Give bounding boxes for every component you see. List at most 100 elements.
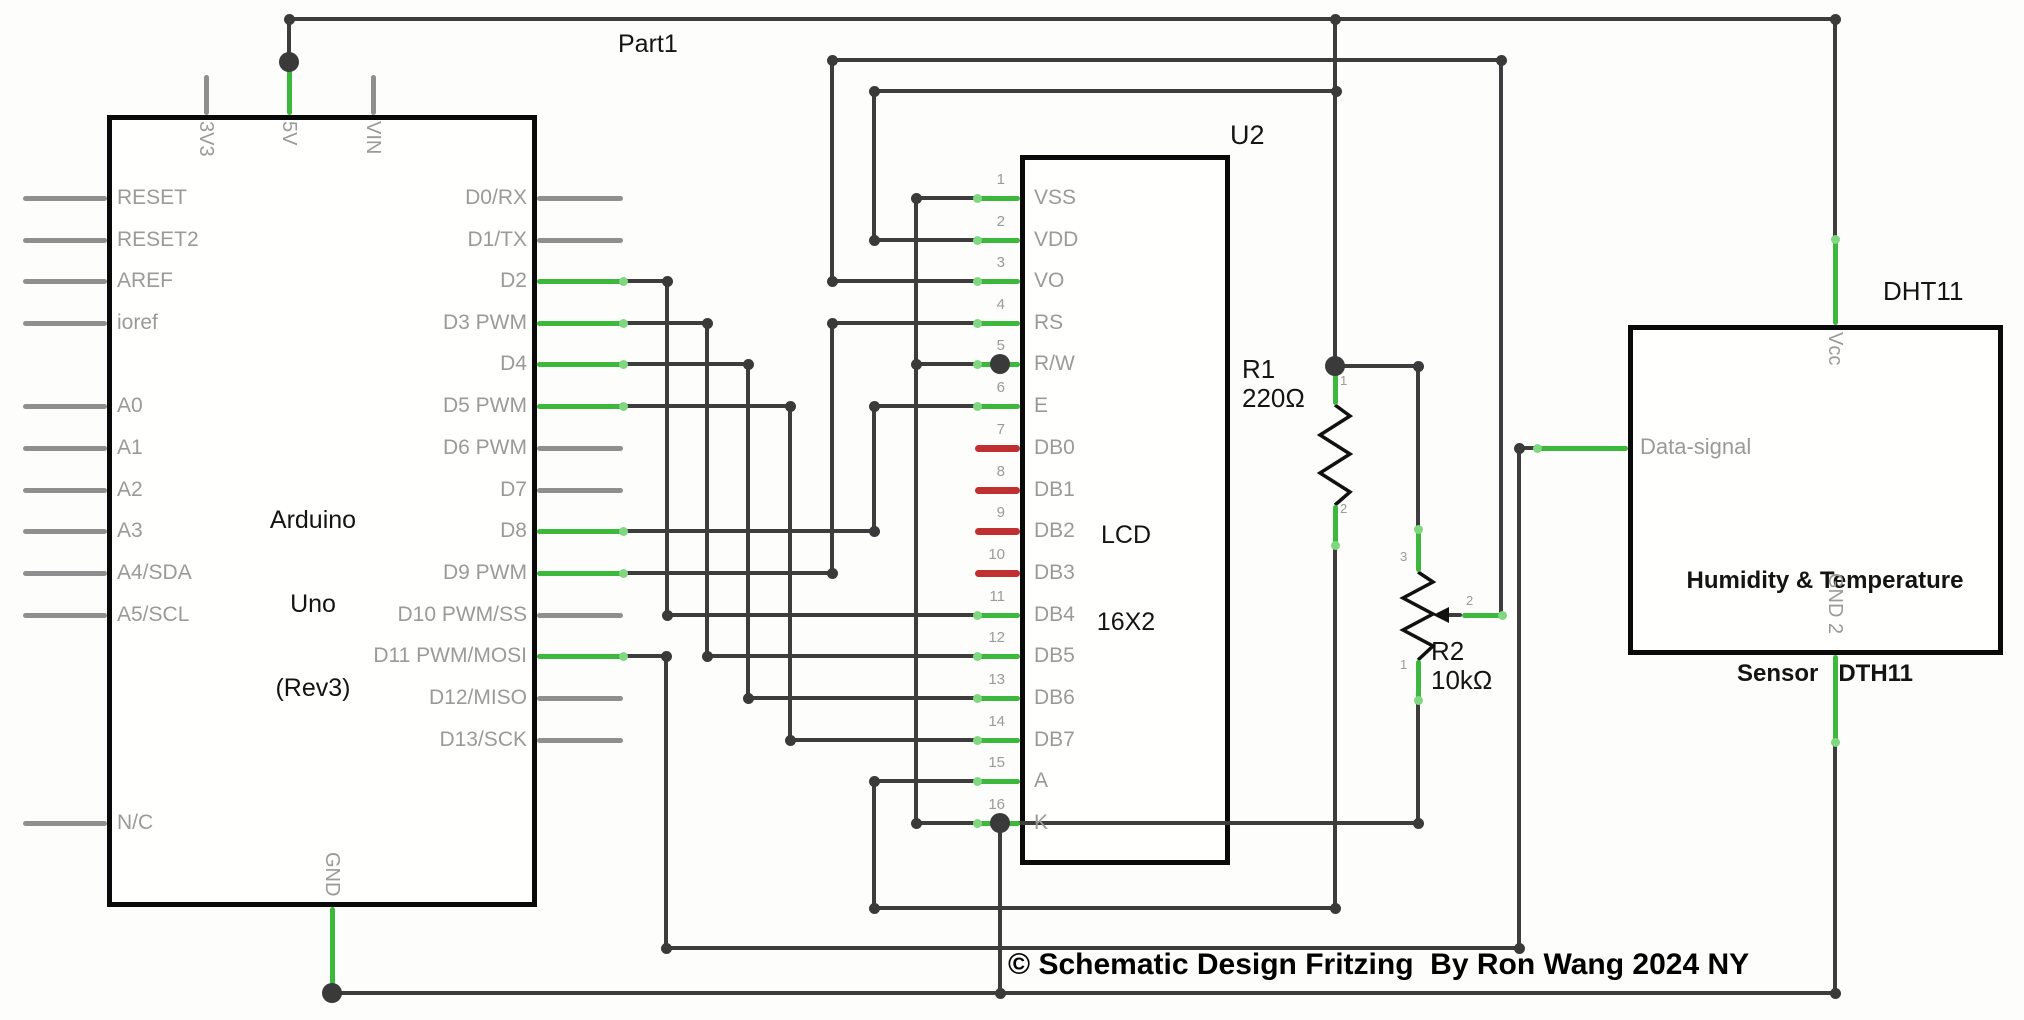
wire-segment[interactable] (1832, 239, 1838, 325)
wire-segment[interactable] (667, 613, 977, 617)
wire-segment[interactable] (23, 237, 107, 243)
wire-segment[interactable] (666, 946, 1519, 950)
wire-segment[interactable] (329, 907, 335, 993)
wire-segment[interactable] (1833, 742, 1837, 993)
wire-segment[interactable] (1537, 445, 1628, 451)
wire-segment[interactable] (537, 403, 623, 409)
wire-segment[interactable] (1833, 19, 1837, 239)
wire-segment[interactable] (664, 656, 668, 948)
wire-segment[interactable] (746, 364, 750, 698)
wire-segment[interactable] (23, 278, 107, 284)
wire-segment[interactable] (1416, 700, 1420, 823)
wire-segment[interactable] (916, 362, 977, 366)
wire-segment[interactable] (977, 403, 1020, 409)
wire-segment[interactable] (23, 570, 107, 576)
wire-segment[interactable] (1333, 545, 1337, 908)
wire-segment[interactable] (1415, 660, 1421, 700)
wire-segment[interactable] (203, 75, 209, 115)
r1-resistor-icon[interactable] (1316, 403, 1354, 507)
wire-segment[interactable] (23, 487, 107, 493)
wire-segment[interactable] (23, 820, 107, 826)
wire-segment[interactable] (370, 75, 376, 115)
wire-segment[interactable] (790, 738, 977, 742)
wire-segment[interactable] (977, 778, 1020, 784)
wire-segment[interactable] (872, 781, 876, 908)
wire-segment[interactable] (1333, 19, 1337, 366)
wire-segment[interactable] (1499, 60, 1503, 615)
wire-segment[interactable] (537, 361, 623, 367)
wire-segment[interactable] (623, 571, 832, 575)
lcd-16x2-box[interactable] (1020, 155, 1230, 865)
wire-segment[interactable] (623, 654, 666, 658)
wire-segment[interactable] (332, 991, 1835, 995)
wire-segment[interactable] (975, 527, 1020, 535)
wire-segment[interactable] (287, 19, 291, 62)
wire-segment[interactable] (23, 403, 107, 409)
wire-segment[interactable] (23, 320, 107, 326)
wire-segment[interactable] (537, 695, 623, 701)
wire-segment[interactable] (874, 906, 1335, 910)
wire-segment[interactable] (665, 281, 669, 615)
wire-segment[interactable] (1335, 364, 1418, 368)
wire-segment[interactable] (537, 320, 623, 326)
wire-segment[interactable] (537, 528, 623, 534)
wire-segment[interactable] (832, 58, 1501, 62)
wire-segment[interactable] (289, 17, 1835, 21)
wire-segment[interactable] (788, 406, 792, 740)
wire-segment[interactable] (832, 279, 977, 283)
wire-segment[interactable] (1517, 448, 1521, 948)
arduino-uno-box[interactable] (107, 115, 537, 907)
wire-segment[interactable] (975, 569, 1020, 577)
wire-segment[interactable] (707, 654, 977, 658)
wire-segment[interactable] (286, 62, 292, 115)
wire-segment[interactable] (998, 823, 1002, 993)
wire-segment[interactable] (977, 278, 1020, 284)
wire-segment[interactable] (977, 653, 1020, 659)
wire-segment[interactable] (1332, 505, 1338, 545)
wire-segment[interactable] (623, 279, 667, 283)
wire-segment[interactable] (1519, 446, 1537, 450)
wire-segment[interactable] (830, 60, 834, 281)
wire-segment[interactable] (748, 696, 977, 700)
wire-segment[interactable] (977, 695, 1020, 701)
wire-segment[interactable] (537, 278, 623, 284)
r2-potentiometer-icon[interactable] (1399, 570, 1437, 662)
wire-segment[interactable] (874, 404, 977, 408)
wire-segment[interactable] (874, 89, 1336, 93)
wire-segment[interactable] (537, 612, 623, 618)
wire-segment[interactable] (914, 198, 918, 823)
wire-segment[interactable] (830, 323, 834, 573)
wire-segment[interactable] (916, 196, 977, 200)
wire-segment[interactable] (1415, 529, 1421, 572)
wire-segment[interactable] (1832, 655, 1838, 742)
wire-segment[interactable] (705, 323, 709, 656)
wire-segment[interactable] (872, 91, 876, 240)
wire-segment[interactable] (977, 195, 1020, 201)
wire-segment[interactable] (977, 237, 1020, 243)
dht11-box[interactable] (1628, 325, 2003, 655)
wire-segment[interactable] (1416, 366, 1420, 529)
wire-segment[interactable] (874, 779, 977, 783)
wire-segment[interactable] (23, 195, 107, 201)
wire-segment[interactable] (537, 237, 623, 243)
wire-segment[interactable] (1447, 613, 1462, 617)
wire-segment[interactable] (537, 570, 623, 576)
wire-segment[interactable] (1462, 612, 1502, 618)
wire-segment[interactable] (623, 362, 748, 366)
wire-segment[interactable] (874, 238, 977, 242)
wire-segment[interactable] (916, 821, 1418, 825)
wire-segment[interactable] (23, 528, 107, 534)
wire-segment[interactable] (537, 653, 623, 659)
wire-segment[interactable] (977, 320, 1020, 326)
wire-segment[interactable] (975, 444, 1020, 452)
wire-segment[interactable] (832, 321, 977, 325)
wire-segment[interactable] (537, 487, 623, 493)
wire-segment[interactable] (977, 612, 1020, 618)
wire-segment[interactable] (537, 445, 623, 451)
wire-segment[interactable] (872, 406, 876, 531)
wire-segment[interactable] (1332, 366, 1338, 405)
wire-segment[interactable] (537, 195, 623, 201)
wire-segment[interactable] (975, 486, 1020, 494)
wire-segment[interactable] (537, 737, 623, 743)
wire-segment[interactable] (977, 737, 1020, 743)
